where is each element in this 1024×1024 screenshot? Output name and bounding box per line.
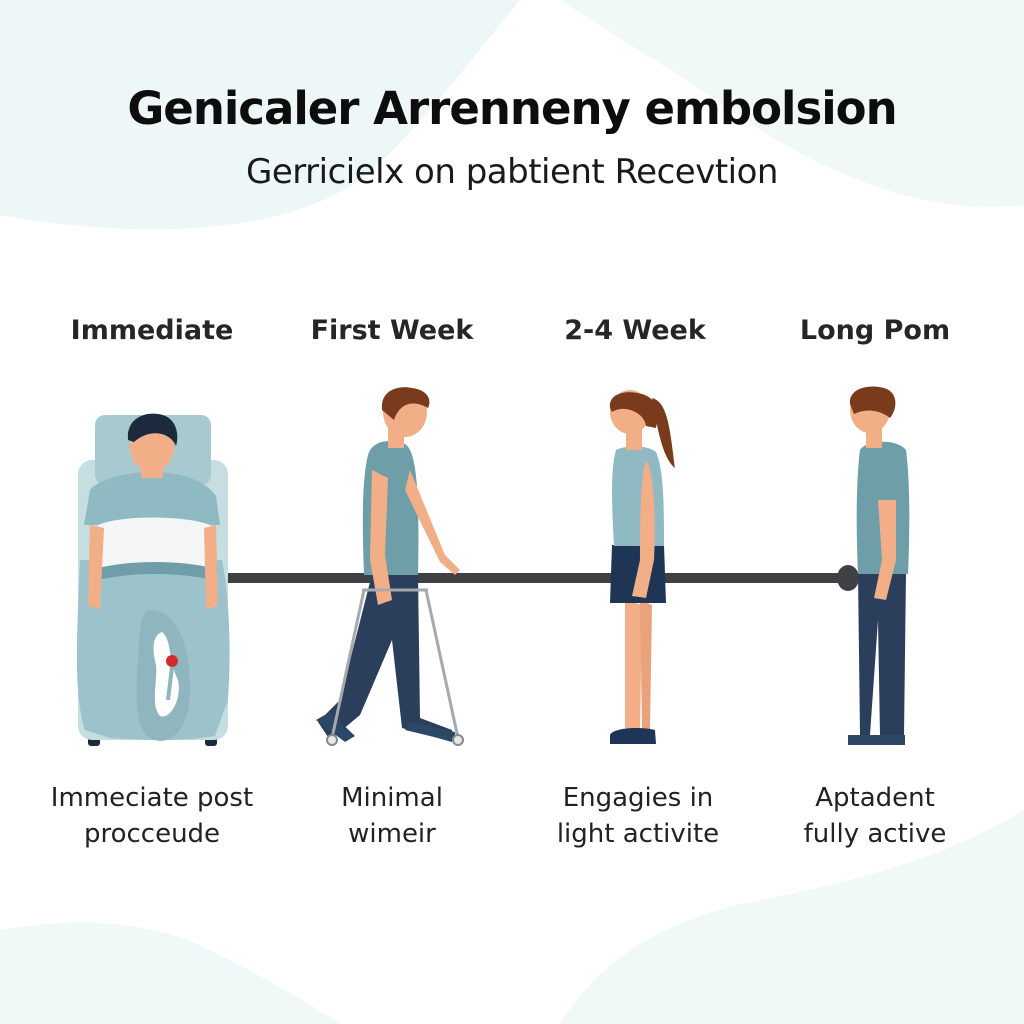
page-title: Genicaler Arrenneny embolsion [127, 82, 897, 135]
stage-desc-line: Engagies in [562, 783, 714, 813]
stage-desc-2-4-week: Engagies in light activite [508, 780, 768, 852]
man-with-walker-icon [316, 387, 464, 746]
stage-desc-immediate: Immeciate post procceude [22, 780, 282, 852]
woman-standing-icon [609, 390, 675, 744]
stage-label-first-week: First Week [310, 315, 474, 346]
walker-frame [330, 588, 460, 739]
stage-label-immediate: Immediate [70, 315, 234, 346]
man-standing-icon [848, 386, 910, 745]
timeline-bar [218, 565, 859, 591]
stage-desc-line: wimeir [348, 819, 436, 849]
stage-desc-line: Immeciate post [50, 783, 254, 813]
stage-desc-long-term: Aptadent fully active [745, 780, 1005, 852]
stage-desc-line: Aptadent [815, 783, 935, 813]
stage-desc-line: fully active [803, 819, 947, 849]
stage-label-2-4-week: 2-4 Week [564, 315, 706, 346]
stage-desc-line: light activite [556, 819, 720, 849]
stage-desc-line: Minimal [341, 783, 443, 813]
stage-desc-line: procceude [83, 819, 221, 849]
stage-label-long-term: Long Pom [799, 315, 951, 346]
stage-desc-first-week: Minimal wimeir [262, 780, 522, 852]
page-subtitle: Gerricielx on pabtient Recevtion [246, 152, 778, 192]
patient-in-bed-icon [76, 413, 230, 746]
